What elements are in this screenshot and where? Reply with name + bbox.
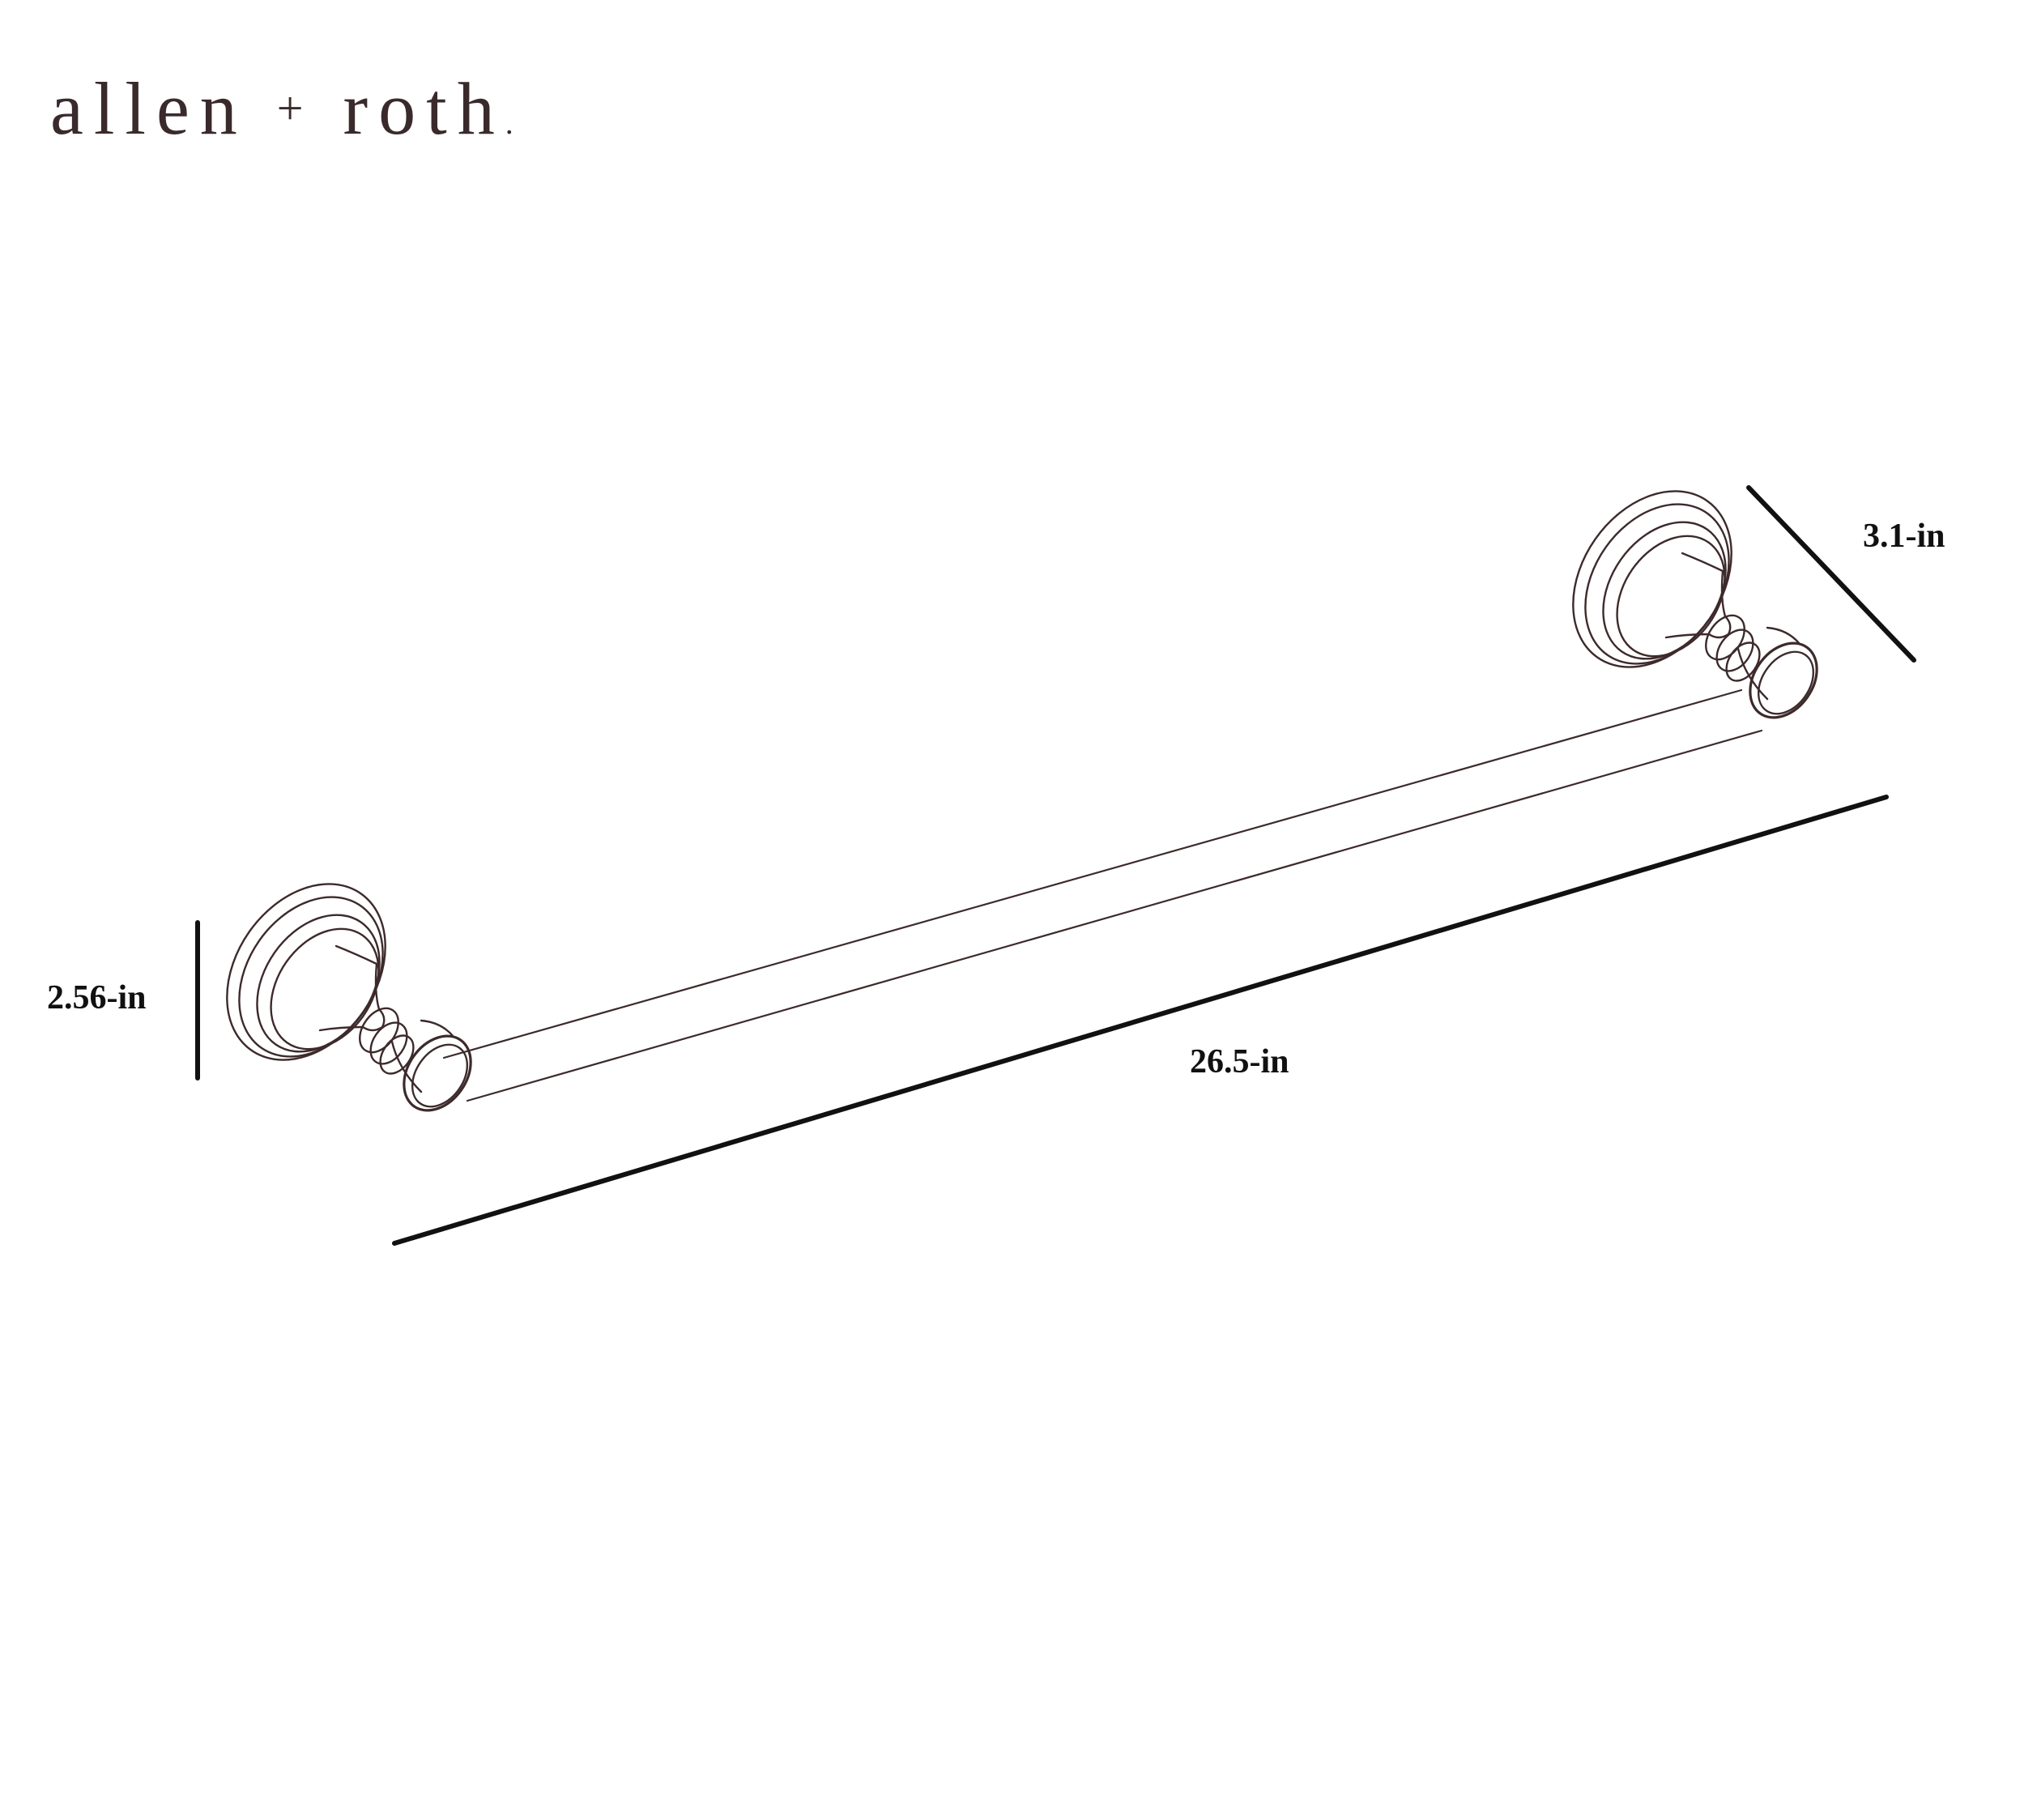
height-dimension-label: 2.56-in — [47, 979, 147, 1017]
depth-dimension-line — [1746, 485, 1916, 663]
towel-bar-rod — [442, 688, 1763, 1102]
brand-logo: allen + roth. — [50, 71, 514, 146]
length-dimension-label: 26.5-in — [1190, 1043, 1289, 1080]
brand-logo-allen: allen — [50, 67, 248, 150]
brand-logo-dot: . — [505, 104, 514, 141]
right-mounting-post — [1572, 490, 1818, 719]
length-dimension-line — [392, 795, 1889, 1246]
left-mounting-post — [226, 883, 472, 1112]
brand-logo-roth: roth — [343, 67, 505, 150]
brand-logo-plus: + — [276, 82, 314, 134]
depth-dimension-label: 3.1-in — [1863, 518, 1945, 555]
